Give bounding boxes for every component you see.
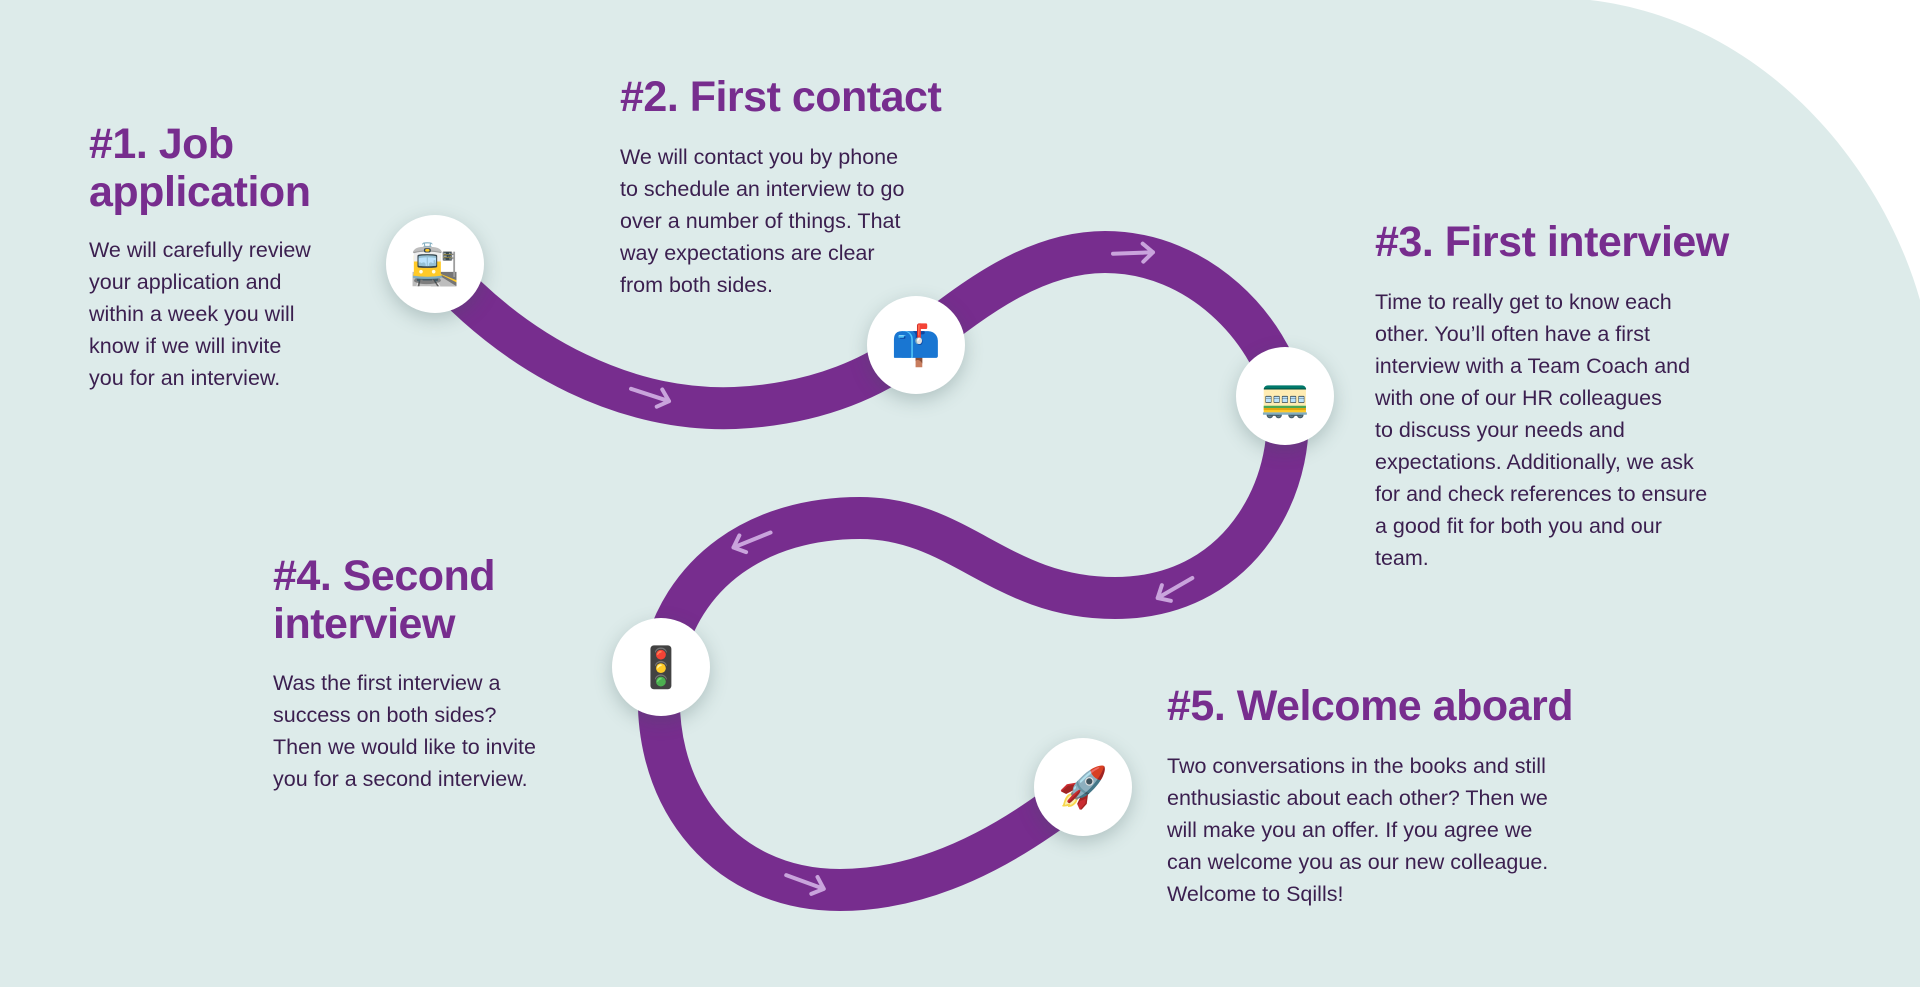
corner-white-shape [1590, 0, 1920, 300]
step-3-node: 🚃 [1236, 347, 1334, 445]
arrow-icon [628, 386, 672, 409]
arrow-icon [784, 873, 826, 896]
step-5-title: #5. Welcome aboard [1167, 682, 1574, 730]
step-2-node: 📫 [867, 296, 965, 394]
mailbox-icon: 📫 [891, 323, 941, 368]
step-4-node: 🚦 [612, 618, 710, 716]
journey-path [414, 230, 1309, 912]
step-2-title: #2. First contact [620, 73, 942, 121]
arrow-icon [1155, 576, 1195, 603]
rocket-icon: 🚀 [1058, 765, 1108, 810]
arrow-icon [1111, 241, 1155, 264]
traffic-light-icon: 🚦 [636, 645, 686, 690]
tram-car-icon: 🚃 [1260, 374, 1310, 419]
step-3-title: #3. First interview [1375, 218, 1729, 266]
step-5-description: Two conversations in the books and still… [1167, 754, 1549, 906]
step-1-node: 🚉 [386, 215, 484, 313]
step-5-node: 🚀 [1034, 738, 1132, 836]
station-icon: 🚉 [410, 242, 460, 287]
arrow-icon [731, 530, 773, 555]
